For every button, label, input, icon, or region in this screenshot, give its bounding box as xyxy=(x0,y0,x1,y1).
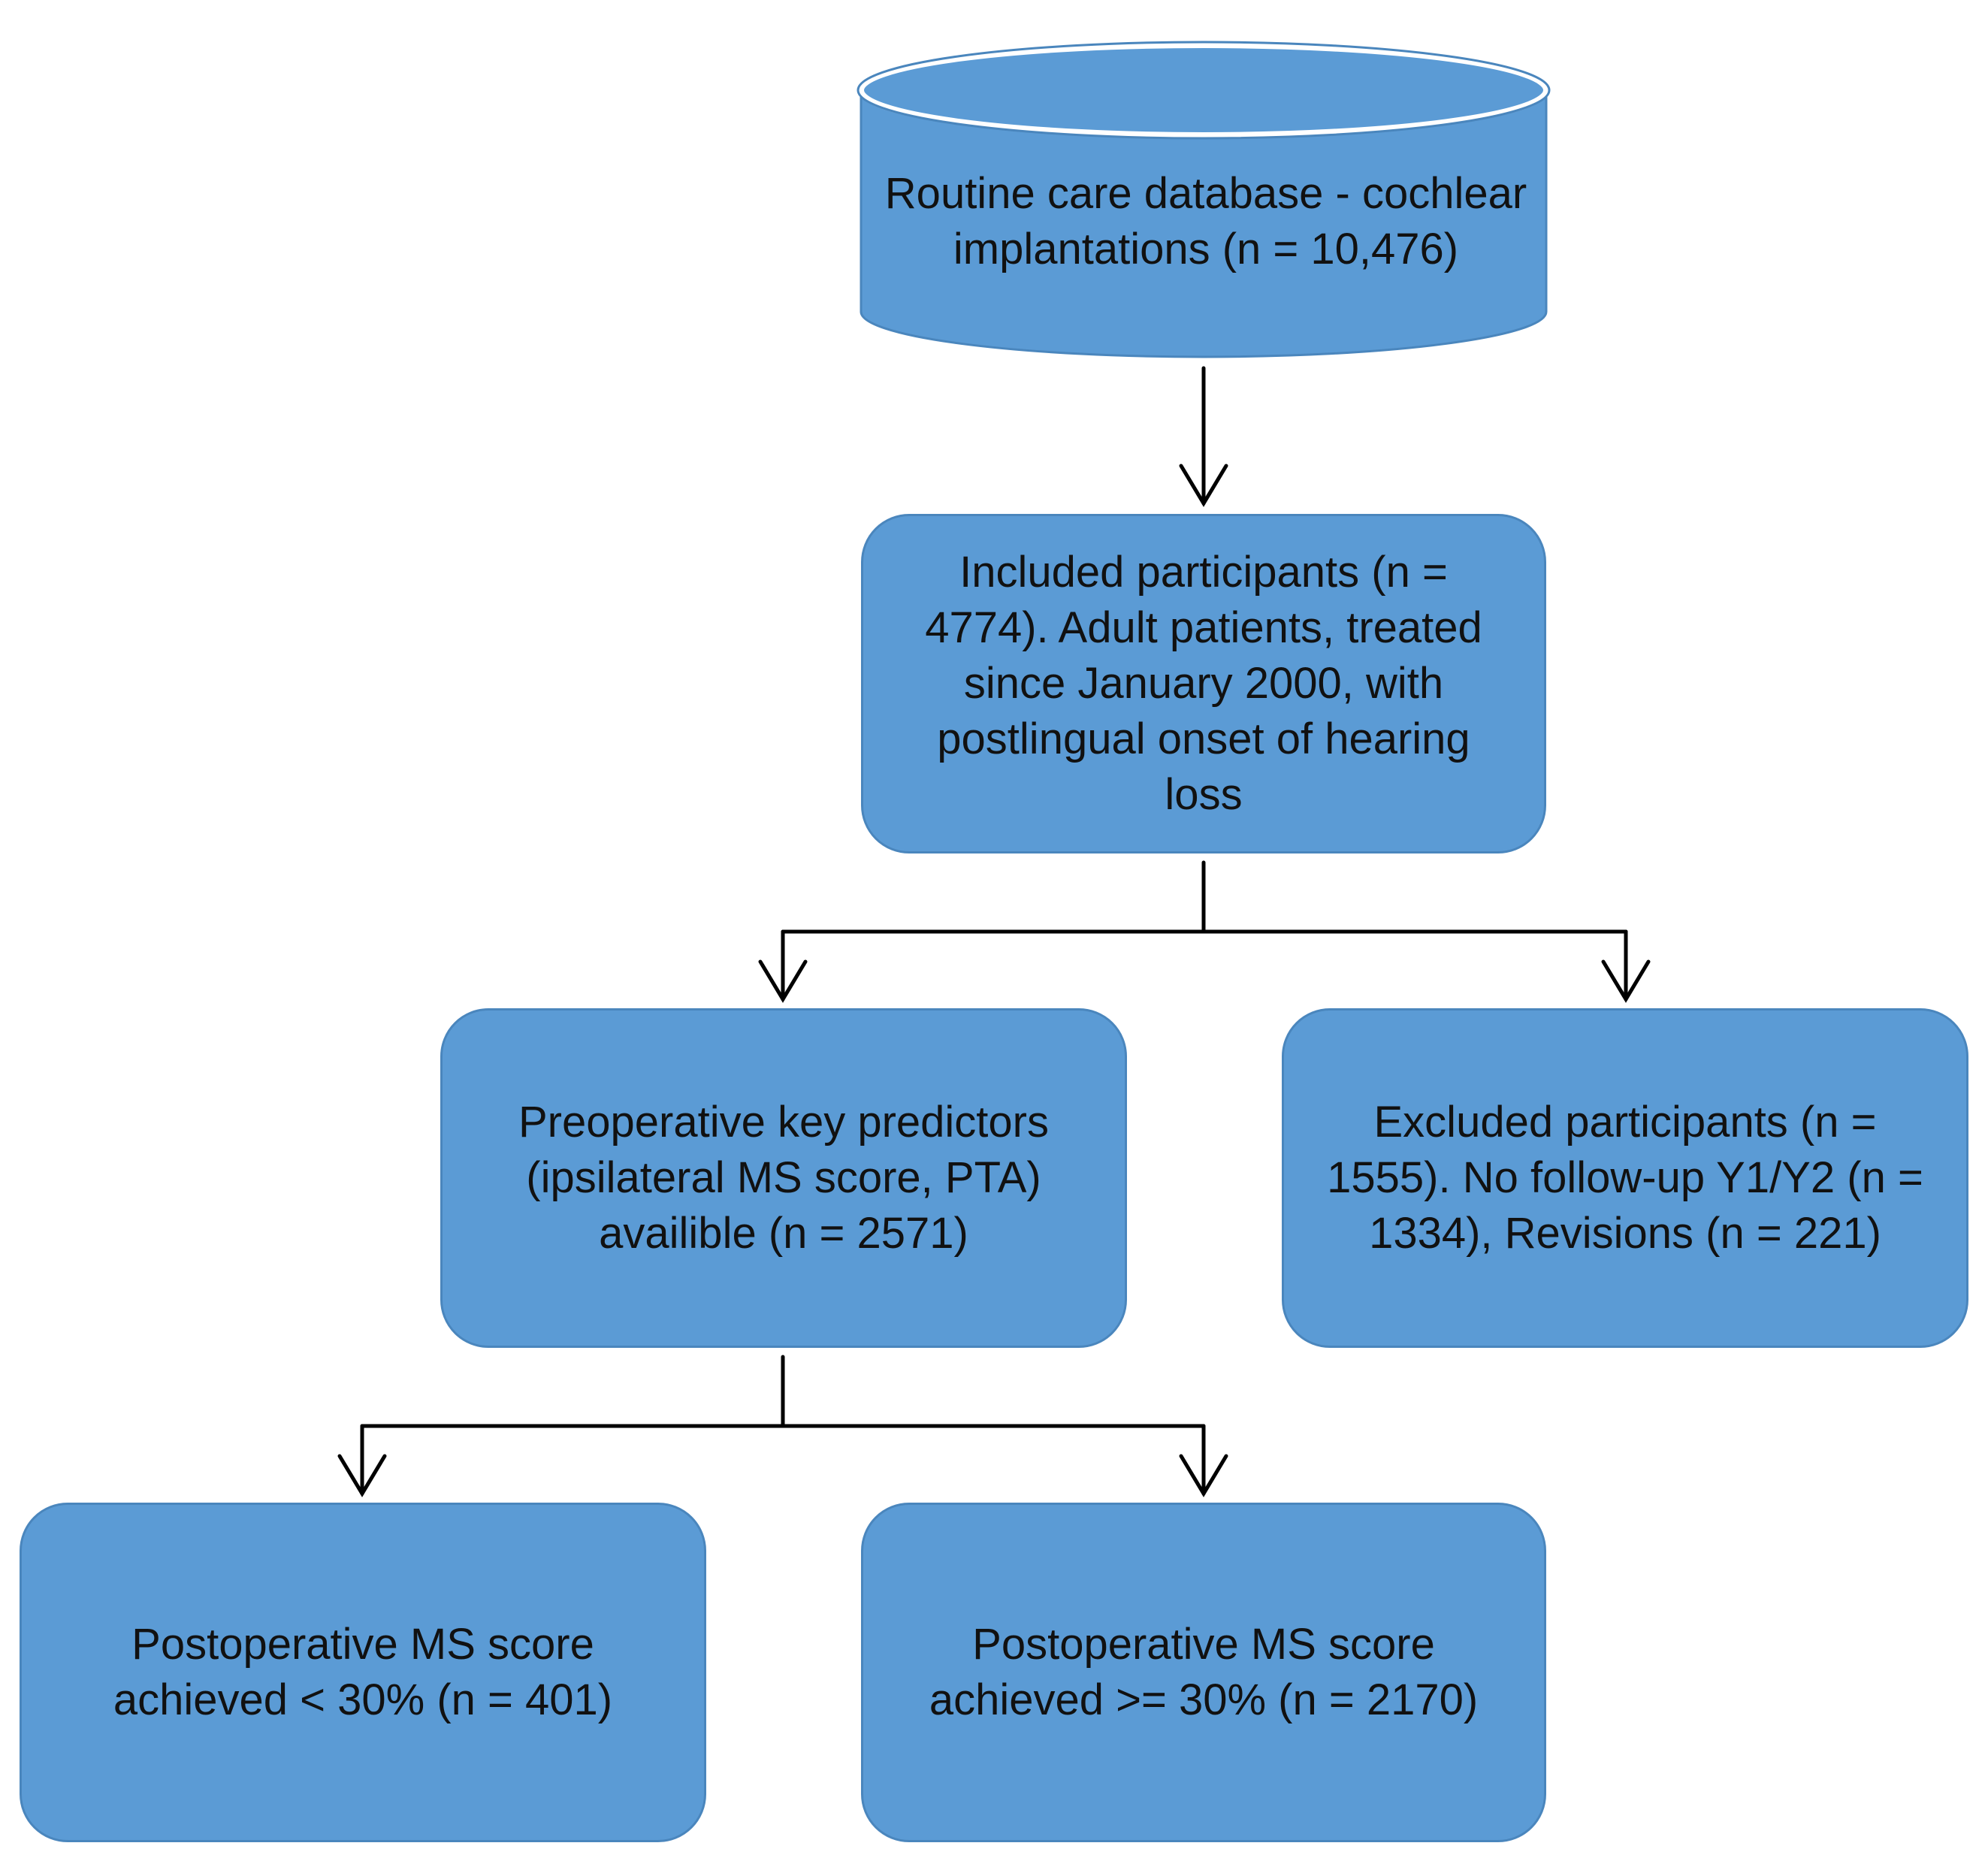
postoperative-above-30-label: Postoperative MS score achieved >= 30% (… xyxy=(929,1620,1479,1724)
preoperative-predictors-label: Preoperative key predictors (ipsilateral… xyxy=(518,1098,1049,1258)
postoperative-above-30-node: Postoperative MS score achieved >= 30% (… xyxy=(861,1503,1546,1842)
database-node-label: Routine care database - cochlear implant… xyxy=(884,169,1527,273)
excluded-participants-node: Excluded participants (n = 1555). No fol… xyxy=(1282,1008,1968,1348)
arrow-included-to-excluded xyxy=(1601,929,1651,1003)
postoperative-below-30-node: Postoperative MS score achieved < 30% (n… xyxy=(20,1503,706,1842)
arrow-predictors-to-above-30 xyxy=(1179,1424,1228,1497)
arrow-included-to-predictors xyxy=(758,860,1628,1003)
excluded-participants-label: Excluded participants (n = 1555). No fol… xyxy=(1327,1098,1923,1258)
arrow-database-to-included xyxy=(1179,366,1228,507)
included-participants-node: Included participants (n = 4774). Adult … xyxy=(861,514,1546,853)
database-cylinder xyxy=(857,41,1551,358)
included-participants-label: Included participants (n = 4774). Adult … xyxy=(925,548,1482,819)
postoperative-below-30-label: Postoperative MS score achieved < 30% (n… xyxy=(113,1620,613,1724)
arrow-predictors-to-below-30 xyxy=(337,1355,1206,1497)
preoperative-predictors-node: Preoperative key predictors (ipsilateral… xyxy=(440,1008,1127,1348)
